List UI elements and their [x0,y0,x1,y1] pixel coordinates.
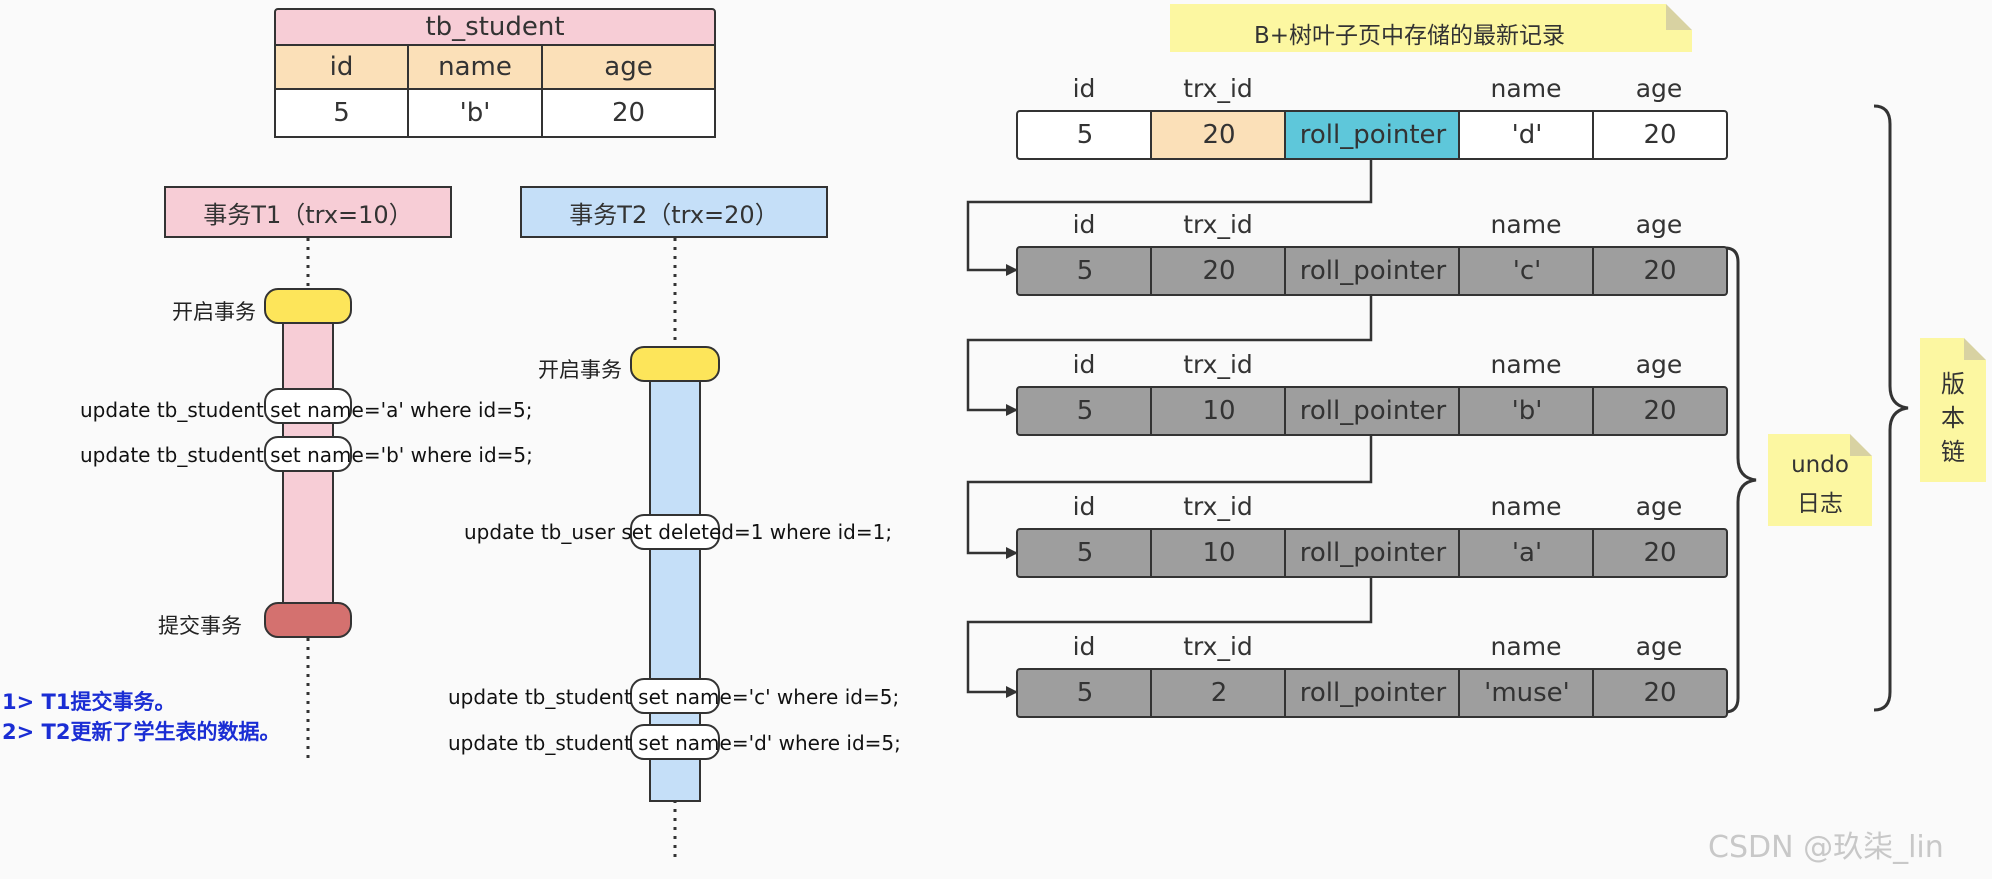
student-cell-id: 5 [274,88,409,138]
student-cell-age: 20 [541,88,716,138]
t1-begin-label: 开启事务 [172,300,256,324]
record-cell-name: 'c' [1458,246,1596,296]
t1-sql2-pill [264,436,352,472]
undo-log-note: undo 日志 [1768,434,1872,526]
record-header-name: name [1490,74,1562,103]
t2-begin-label: 开启事务 [538,358,622,382]
record-header-trx-id: trx_id [1183,492,1253,521]
record-header-trx-id: trx_id [1183,210,1253,239]
record-cell-name: 'a' [1458,528,1596,578]
record-cell-trx-id: 2 [1150,668,1288,718]
record-cell-age: 20 [1592,246,1728,296]
record-cell-name: 'muse' [1458,668,1596,718]
record-header-age: age [1635,350,1683,379]
roll-pointer-arrow-4 [966,577,1373,698]
t2-sql3-pill [630,724,720,760]
undo-log-note-fold [1850,434,1872,456]
undo-log-label-line2: 日志 [1797,491,1843,517]
undo-brace [1724,246,1757,714]
record-header-name: name [1490,210,1562,239]
record-cell-age: 20 [1592,528,1728,578]
record-cell-roll-pointer: roll_pointer [1284,246,1462,296]
record-cell-name: 'b' [1458,386,1596,436]
record-header-age: age [1635,210,1683,239]
t2-sql2-text: update tb_student set name='c' where id=… [448,685,900,709]
roll-pointer-arrow-3 [966,434,1373,559]
record-cell-trx-id: 20 [1150,246,1288,296]
record-header-name: name [1490,350,1562,379]
record-header-id: id [1072,350,1096,379]
student-table-title: tb_student [274,8,716,46]
t1-begin-pill [264,288,352,324]
version-chain-note-fold [1964,338,1986,360]
record-header-name: name [1490,632,1562,661]
student-header-name: name [407,44,543,90]
record-cell-id: 5 [1016,668,1154,718]
leaf-page-note-fold [1666,4,1692,30]
roll-pointer-arrow-2 [966,294,1373,416]
record-cell-age: 20 [1592,110,1728,160]
t2-title-box: 事务T2（trx=20） [520,186,828,238]
summary-note-2: 2> T2更新了学生表的数据。 [2,720,281,744]
record-cell-id: 5 [1016,528,1154,578]
roll-pointer-arrow-1 [966,160,1373,276]
record-header-name: name [1490,492,1562,521]
t1-sql1-pill [264,388,352,424]
summary-note-1: 1> T1提交事务。 [2,690,176,714]
t1-commit-label: 提交事务 [158,614,242,638]
record-cell-id: 5 [1016,110,1154,160]
record-cell-trx-id: 10 [1150,386,1288,436]
t2-begin-pill [630,346,720,382]
record-cell-roll-pointer: roll_pointer [1284,528,1462,578]
record-header-id: id [1072,74,1096,103]
record-cell-roll-pointer: roll_pointer [1284,386,1462,436]
record-cell-id: 5 [1016,246,1154,296]
record-cell-age: 20 [1592,668,1728,718]
record-header-age: age [1635,74,1683,103]
record-header-trx-id: trx_id [1183,74,1253,103]
record-cell-age: 20 [1592,386,1728,436]
record-cell-id: 5 [1016,386,1154,436]
version-chain-char-2: 本 [1941,404,1965,432]
record-header-trx-id: trx_id [1183,350,1253,379]
record-cell-roll-pointer: roll_pointer [1284,668,1462,718]
record-header-id: id [1072,210,1096,239]
version-chain-brace [1873,104,1909,712]
leaf-page-note-text: B+树叶子页中存储的最新记录 [1254,23,1566,49]
t1-commit-pill [264,602,352,638]
record-header-id: id [1072,632,1096,661]
student-cell-name: 'b' [407,88,543,138]
version-chain-note: 版 本 链 [1920,338,1986,482]
t2-sql1-pill [630,514,720,550]
record-header-id: id [1072,492,1096,521]
record-header-age: age [1635,492,1683,521]
leaf-page-note: B+树叶子页中存储的最新记录 [1170,4,1692,52]
t1-title-box: 事务T1（trx=10） [164,186,452,238]
t2-sql2-pill [630,678,720,714]
t1-sql2-text: update tb_student set name='b' where id=… [80,443,533,467]
t1-sql1-text: update tb_student set name='a' where id=… [80,398,533,422]
version-chain-char-3: 链 [1941,438,1965,466]
watermark: CSDN @玖柒_lin [1708,830,1944,865]
t2-sql1-text: update tb_user set deleted=1 where id=1; [464,520,893,544]
record-header-age: age [1635,632,1683,661]
version-chain-char-1: 版 [1941,370,1965,398]
t2-sql3-text: update tb_student set name='d' where id=… [448,731,901,755]
record-cell-trx-id: 10 [1150,528,1288,578]
undo-log-label-line1: undo [1791,452,1849,478]
record-cell-trx-id: 20 [1150,110,1288,160]
record-cell-name: 'd' [1458,110,1596,160]
record-header-trx-id: trx_id [1183,632,1253,661]
record-cell-roll-pointer: roll_pointer [1284,110,1462,160]
